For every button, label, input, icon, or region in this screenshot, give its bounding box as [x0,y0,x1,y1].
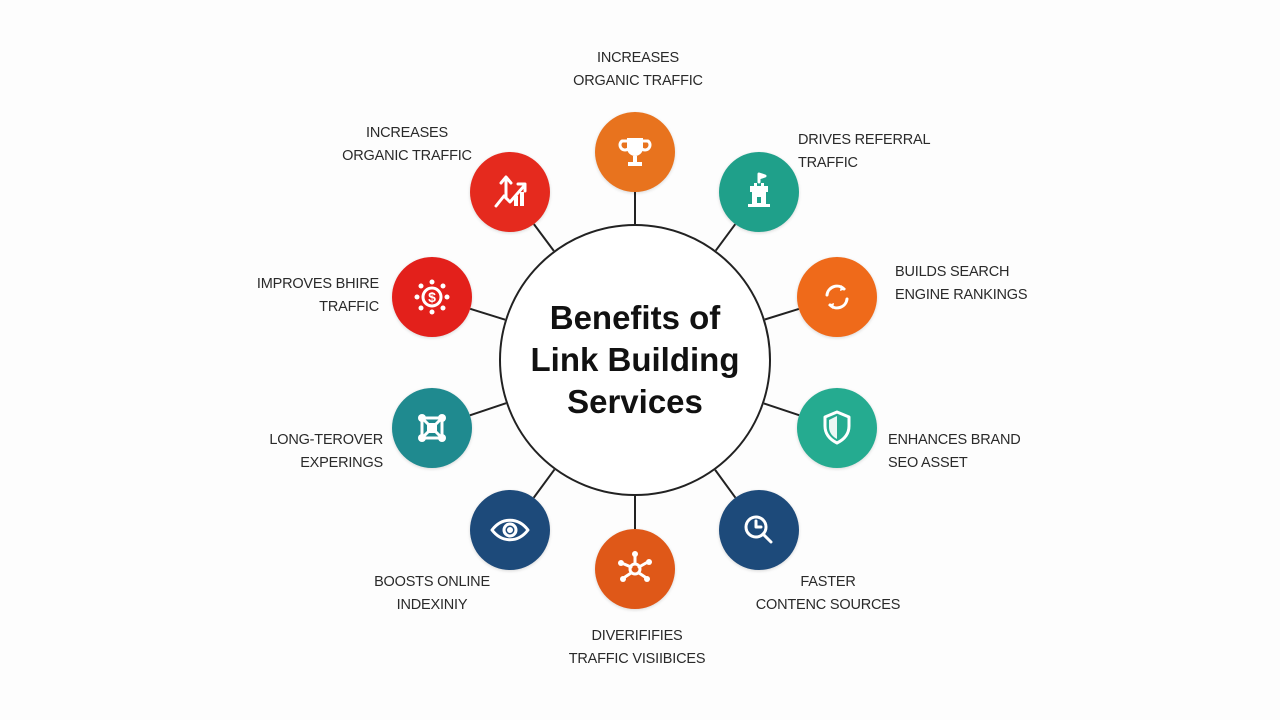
benefit-label: ENHANCES BRAND SEO ASSET [888,429,1021,475]
benefit-label-line: IMPROVES BHIRE [256,276,379,292]
benefit-node [719,490,799,570]
benefit-label-line: ORGANIC TRAFFIC [342,148,472,164]
shield-icon [823,410,851,445]
benefit-label: DRIVES REFERRAL TRAFFIC [798,129,931,175]
title-line-1: Benefits of [549,299,721,336]
benefit-node [470,152,550,232]
connector-line [533,223,555,252]
benefit-label-line: ORGANIC TRAFFIC [573,73,703,89]
benefit-label-line: TRAFFIC [798,155,858,171]
benefit-label: INCREASES ORGANIC TRAFFIC [573,47,703,93]
benefit-label-line: BUILDS SEARCH [895,264,1010,280]
benefit-label-line: LONG-TEROVER [269,432,383,448]
svg-text:$: $ [428,289,436,305]
benefit-label: INCREASES ORGANIC TRAFFIC [342,122,472,168]
connector-line [469,402,507,417]
benefit-label-line: ENHANCES BRAND [888,432,1021,448]
center-hub: Benefits of Link Building Services [499,224,771,496]
castle-icon [748,172,770,207]
benefit-node: $ [392,257,472,337]
benefit-node [595,529,675,609]
connector-line [714,469,737,499]
network-icon [618,551,652,582]
benefit-label-line: DRIVES REFERRAL [798,132,931,148]
benefit-label-line: TRAFFIC VISIIBICES [568,651,706,667]
dollar-gear-icon: $ [414,279,450,315]
refresh-icon [825,284,849,310]
benefit-label: IMPROVES BHIRE TRAFFIC [257,273,379,319]
benefit-label-line: ENGINE RANKINGS [895,287,1028,303]
title-line-3: Services [567,383,703,420]
benefit-label-line: TRAFFIC [319,299,379,315]
benefit-node [719,152,799,232]
benefit-label: BUILDS SEARCH ENGINE RANKINGS [895,261,1028,307]
connector-line [763,402,800,417]
clock-search-icon [744,515,773,544]
benefit-label: FASTER CONTENC SOURCES [755,571,901,617]
benefit-label-line: DIVERIFIFIES [591,628,683,644]
growth-chart-icon [494,175,527,208]
connector-line [714,223,737,252]
benefit-label-line: INCREASES [366,125,448,141]
title-line-2: Link Building [530,341,740,378]
benefit-label: DIVERIFIFIES TRAFFIC VISIIBICES [569,625,706,671]
nodes-square-icon [418,414,446,442]
benefit-label-line: CONTENC SOURCES [755,597,901,613]
benefit-label-line: FASTER [800,574,856,590]
benefit-label-line: SEO ASSET [888,455,968,471]
connector-line [764,307,800,321]
benefit-label-line: INDEXINIY [396,597,468,613]
eye-icon [490,518,530,542]
benefit-node [797,257,877,337]
benefit-label-line: INCREASES [597,50,679,66]
benefit-label-line: EXPERINGS [300,455,383,471]
connector-line [532,468,556,499]
benefit-node [392,388,472,468]
benefit-node [797,388,877,468]
benefit-node [470,490,550,570]
benefit-label: BOOSTS ONLINE INDEXINIY [374,571,490,617]
benefit-node [595,112,675,192]
connector-line [469,307,506,321]
benefit-label: LONG-TEROVER EXPERINGS [269,429,383,475]
benefit-label-line: BOOSTS ONLINE [374,574,490,590]
trophy-icon [618,138,652,166]
